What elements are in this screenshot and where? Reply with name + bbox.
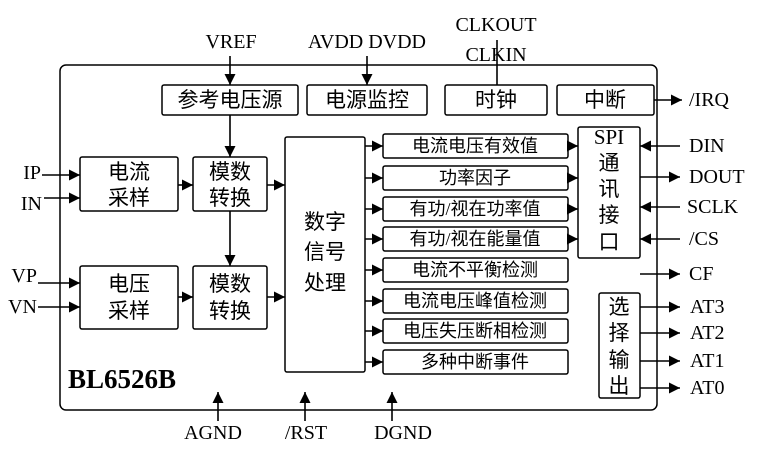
current-adc-block: [192, 156, 268, 212]
spi-interface-block: [577, 126, 641, 259]
pin-irq-label: /IRQ: [689, 89, 730, 111]
current-sampling-block: [79, 156, 179, 212]
pin-vp-label: VP: [11, 265, 37, 287]
dsp-label-line2: 信号: [304, 240, 346, 264]
reference-voltage-label: 参考电压源: [178, 88, 283, 112]
pin-in-label: IN: [21, 193, 42, 215]
function-label-energy: 有功/视在能量值: [409, 229, 540, 249]
function-label-peak: 电流电压峰值检测: [403, 291, 547, 311]
voltage-sampling-label-line2: 采样: [108, 299, 150, 323]
spi-label-line3: 讯: [599, 177, 620, 201]
output-select-label-line2: 择: [609, 321, 630, 345]
function-label-rms: 电流电压有效值: [412, 136, 538, 156]
pin-at3-label: AT3: [690, 296, 724, 318]
pin-cs-label: /CS: [689, 228, 719, 250]
function-block-interrupts: [382, 349, 569, 375]
chip-name-label: BL6526B: [68, 364, 176, 394]
clock-label: 时钟: [475, 88, 517, 112]
spi-label-line5: 口: [599, 230, 620, 254]
output-select-label-line4: 出: [609, 374, 630, 398]
pin-at1-label: AT1: [690, 350, 724, 372]
voltage-sampling-label-line1: 电压: [108, 272, 150, 296]
function-block-phase-loss: [382, 318, 569, 344]
pin-din-label: DIN: [689, 135, 725, 157]
function-label-phase-loss: 电压失压断相检测: [403, 321, 547, 341]
pin-dout-label: DOUT: [689, 166, 745, 188]
current-adc-label-line1: 模数: [209, 160, 251, 184]
pin-vn-label: VN: [8, 296, 37, 318]
output-select-label-line3: 输: [609, 348, 630, 372]
pin-agnd-label: AGND: [184, 422, 242, 444]
power-monitor-block: [306, 84, 428, 116]
voltage-adc-label-line2: 转换: [209, 299, 251, 323]
output-select-label-line1: 选: [609, 295, 630, 319]
current-adc-label-line2: 转换: [209, 186, 251, 210]
pin-avdd-dvdd-label: AVDD DVDD: [308, 31, 426, 53]
spi-label-line4: 接: [599, 203, 620, 227]
pin-vref-label: VREF: [205, 31, 256, 53]
pin-at2-label: AT2: [690, 322, 724, 344]
pin-cf-label: CF: [689, 263, 713, 285]
output-select-block: [598, 292, 641, 399]
function-label-imbalance: 电流不平衡检测: [412, 260, 538, 280]
power-monitor-label: 电源监控: [325, 88, 409, 112]
function-block-peak: [382, 288, 569, 314]
function-label-interrupts: 多种中断事件: [421, 352, 529, 372]
function-label-power: 有功/视在功率值: [409, 199, 540, 219]
clock-block: [444, 84, 548, 116]
current-sampling-label-line1: 电流: [108, 160, 150, 184]
pin-sclk-label: SCLK: [687, 196, 739, 218]
function-block-imbalance: [382, 257, 569, 283]
pin-clkin-label: CLKIN: [465, 44, 526, 66]
pin-ip-label: IP: [23, 162, 41, 184]
current-sampling-label-line2: 采样: [108, 186, 150, 210]
pin-at0-label: AT0: [690, 377, 724, 399]
pin-dgnd-label: DGND: [374, 422, 432, 444]
voltage-adc-label-line1: 模数: [209, 272, 251, 296]
dsp-label-line3: 处理: [304, 271, 346, 295]
function-list: 电流电压有效值 功率因子 有功/视在功率值 有功/视在能量值 电流不平衡检测 电…: [365, 133, 569, 375]
pin-clkout-label: CLKOUT: [455, 14, 536, 36]
pin-rst-label: /RST: [285, 422, 327, 444]
function-label-power-factor: 功率因子: [439, 168, 511, 188]
spi-label-line1: SPI: [594, 125, 624, 149]
dsp-label-line1: 数字: [304, 210, 346, 234]
interrupt-label: 中断: [584, 88, 626, 112]
spi-label-line2: 通: [599, 151, 620, 175]
dsp-block: [284, 136, 366, 373]
